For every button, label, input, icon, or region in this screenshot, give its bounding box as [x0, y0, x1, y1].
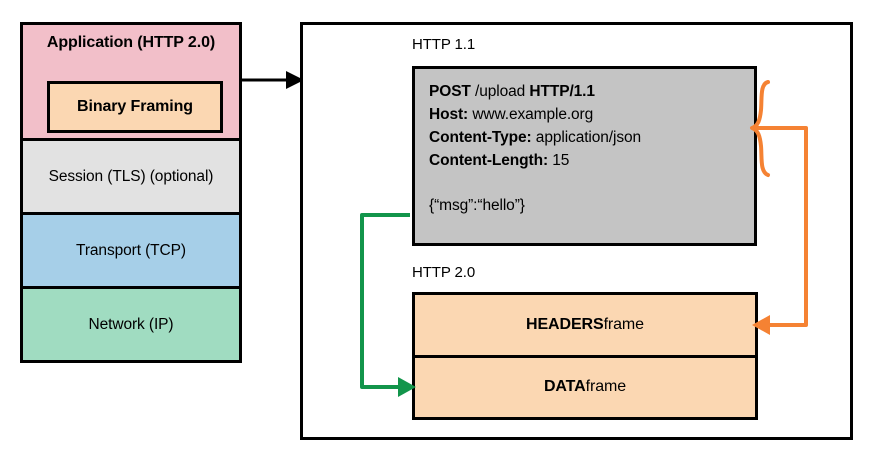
http11-method: POST — [429, 83, 471, 100]
data-frame: DATA frame — [415, 354, 755, 418]
data-frame-name: DATA — [543, 378, 586, 396]
http20-section-label: HTTP 2.0 — [412, 264, 476, 281]
http11-section-label: HTTP 1.1 — [412, 36, 476, 53]
stack-to-panel-arrow-icon — [242, 71, 304, 89]
http11-header-content-length-value: 15 — [548, 152, 570, 169]
binary-framing-label: Binary Framing — [77, 98, 193, 115]
http11-request-line: POST /upload HTTP/1.1 — [429, 80, 754, 103]
http11-message-box: POST /upload HTTP/1.1 Host: www.example.… — [412, 66, 757, 246]
http11-header-content-type-value: application/json — [531, 129, 642, 146]
http20-frames-box: HEADERS frame DATA frame — [412, 292, 758, 420]
stack-layer-application-label: Application (HTTP 2.0) — [46, 34, 216, 51]
headers-frame: HEADERS frame — [415, 295, 755, 355]
http11-header-content-type: Content-Type: application/json — [429, 126, 754, 149]
stack-layer-network-label: Network (IP) — [88, 315, 174, 333]
stack-layer-session: Session (TLS) (optional) — [23, 138, 239, 212]
http11-version: HTTP/1.1 — [529, 83, 595, 100]
http11-header-host-value: www.example.org — [468, 106, 594, 123]
http11-header-content-length-name: Content-Length: — [429, 152, 549, 169]
headers-frame-name: HEADERS — [526, 315, 604, 333]
stack-layer-transport-label: Transport (TCP) — [76, 241, 186, 259]
stack-layer-network: Network (IP) — [23, 286, 239, 360]
http11-header-host: Host: www.example.org — [429, 103, 754, 126]
stack-layer-session-label: Session (TLS) (optional) — [48, 167, 214, 185]
data-frame-suffix: frame — [585, 378, 627, 396]
binary-framing-box: Binary Framing — [47, 81, 223, 133]
http11-header-content-length: Content-Length: 15 — [429, 149, 754, 172]
http11-path: /upload — [470, 83, 530, 100]
headers-frame-suffix: frame — [603, 315, 645, 333]
protocol-stack: Application (HTTP 2.0) Binary Framing Se… — [20, 22, 242, 363]
stack-layer-application: Application (HTTP 2.0) Binary Framing — [23, 25, 239, 138]
http11-header-content-type-name: Content-Type: — [429, 129, 532, 146]
http11-header-host-name: Host: — [429, 106, 469, 123]
stack-layer-transport: Transport (TCP) — [23, 212, 239, 286]
http11-body: {“msg”:“hello”} — [429, 197, 525, 214]
